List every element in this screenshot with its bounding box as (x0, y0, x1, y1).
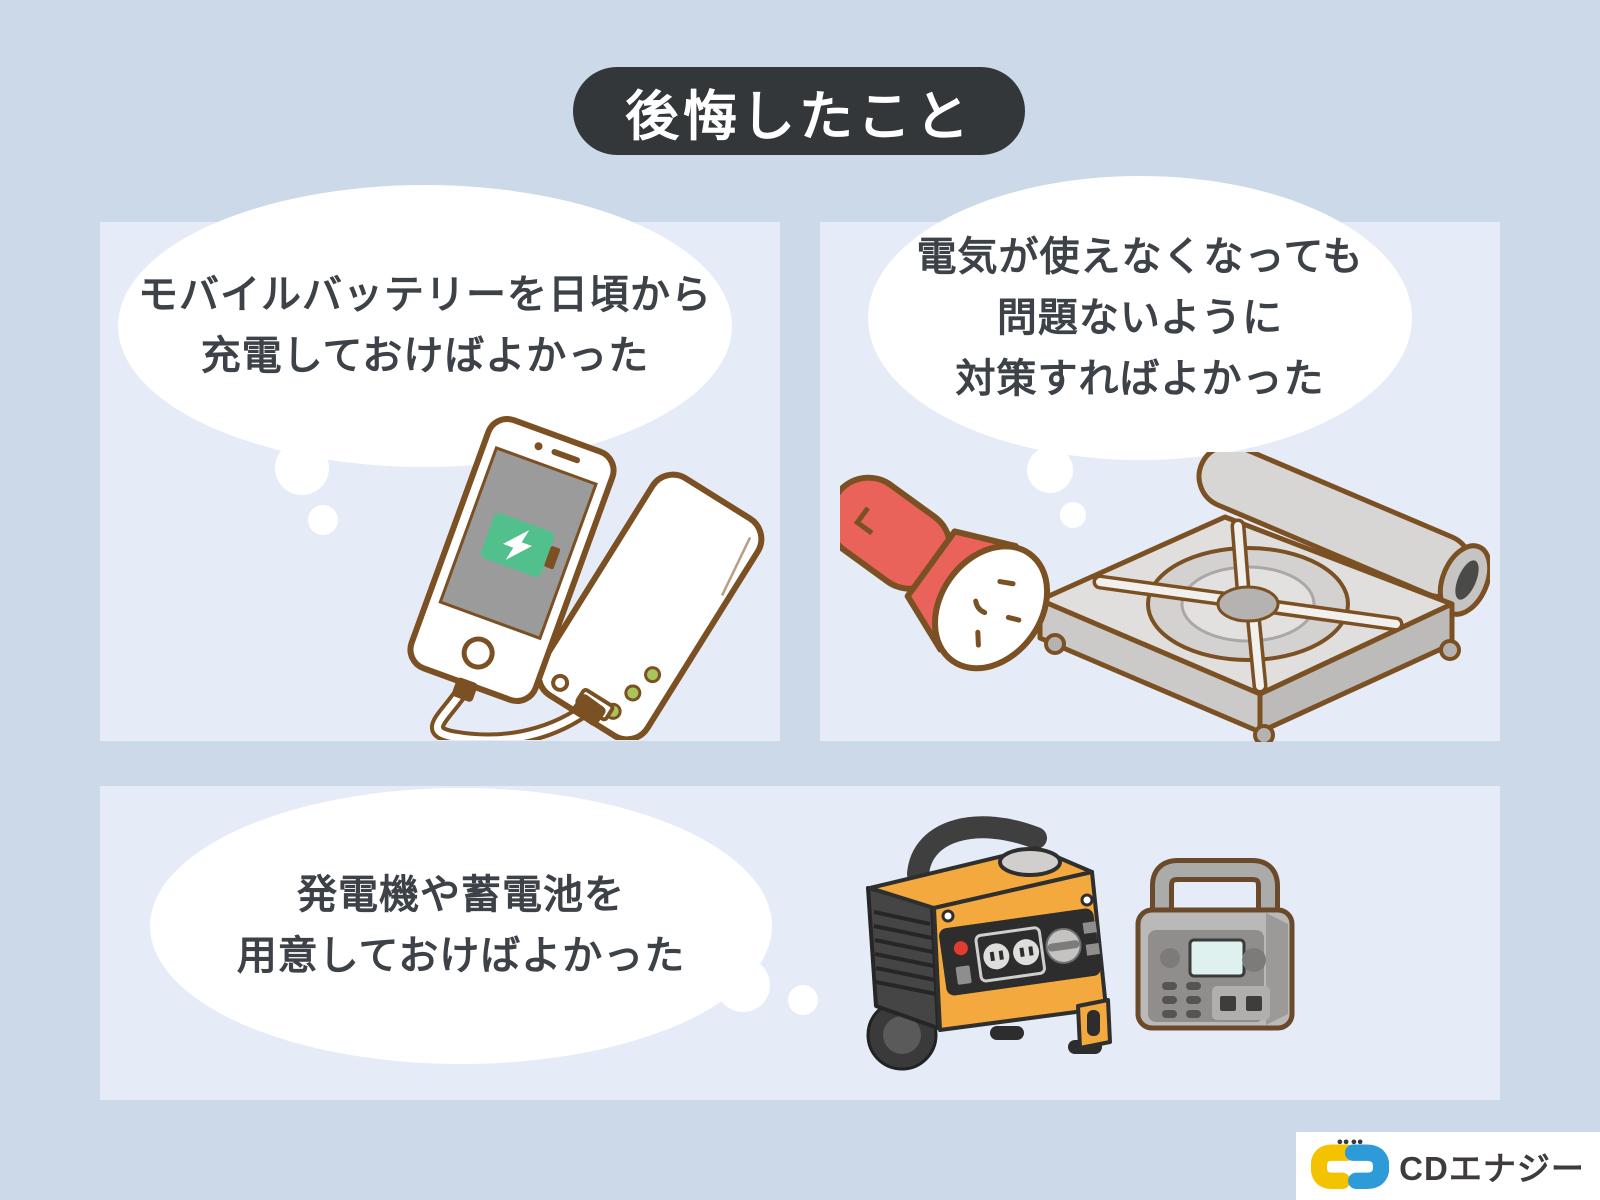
generator-control-panel (939, 908, 1101, 996)
thought-dot (308, 505, 338, 535)
portable-gas-stove-icon (1037, 452, 1490, 742)
generator-and-powerstation-illustration (866, 816, 1295, 1071)
thought-dot (788, 985, 818, 1015)
bubble-text-line: モバイルバッテリーを日頃から (138, 273, 712, 317)
bubble-text-line: 電気が使えなくなっても (916, 234, 1364, 279)
thought-dot (1027, 447, 1073, 493)
page-title-text: 後悔したこと (625, 86, 973, 147)
bubble-text-line: 充電しておけばよかった (200, 334, 650, 378)
thought-bubble-generator-storage: 発電機や蓄電池を 用意しておけばよかった (150, 788, 772, 1064)
page-title: 後悔したこと (573, 67, 1025, 155)
portable-power-station-icon (1135, 858, 1295, 1031)
flashlight-icon (840, 474, 1051, 672)
bubble-text-line: 用意しておけばよかった (236, 934, 686, 978)
bubble-text-line: 発電機や蓄電池を (297, 873, 625, 917)
battery-charging-icon (480, 513, 561, 577)
smartphone-charging-icon (407, 416, 617, 704)
thought-dot (275, 441, 329, 495)
thought-bubble-mobile-battery: モバイルバッテリーを日頃から 充電しておけばよかった (118, 185, 732, 467)
generator-icon (866, 816, 1112, 1071)
thought-bubble-blackout-measures: 電気が使えなくなっても 問題ないように 対策すればよかった (868, 176, 1412, 460)
thought-dot (1060, 502, 1086, 528)
bubble-text-line: 問題ないように (996, 295, 1284, 340)
smartphone-and-powerbank-illustration (407, 416, 765, 740)
brand-logo: CDエナジー (1296, 1132, 1600, 1200)
brand-logo-text: CDエナジー (1399, 1150, 1585, 1187)
cd-energy-logo-icon (1311, 1139, 1390, 1190)
flashlight-and-stove-illustration (840, 452, 1490, 742)
thought-dot (716, 958, 770, 1012)
bubble-text-line: 対策すればよかった (955, 356, 1325, 401)
